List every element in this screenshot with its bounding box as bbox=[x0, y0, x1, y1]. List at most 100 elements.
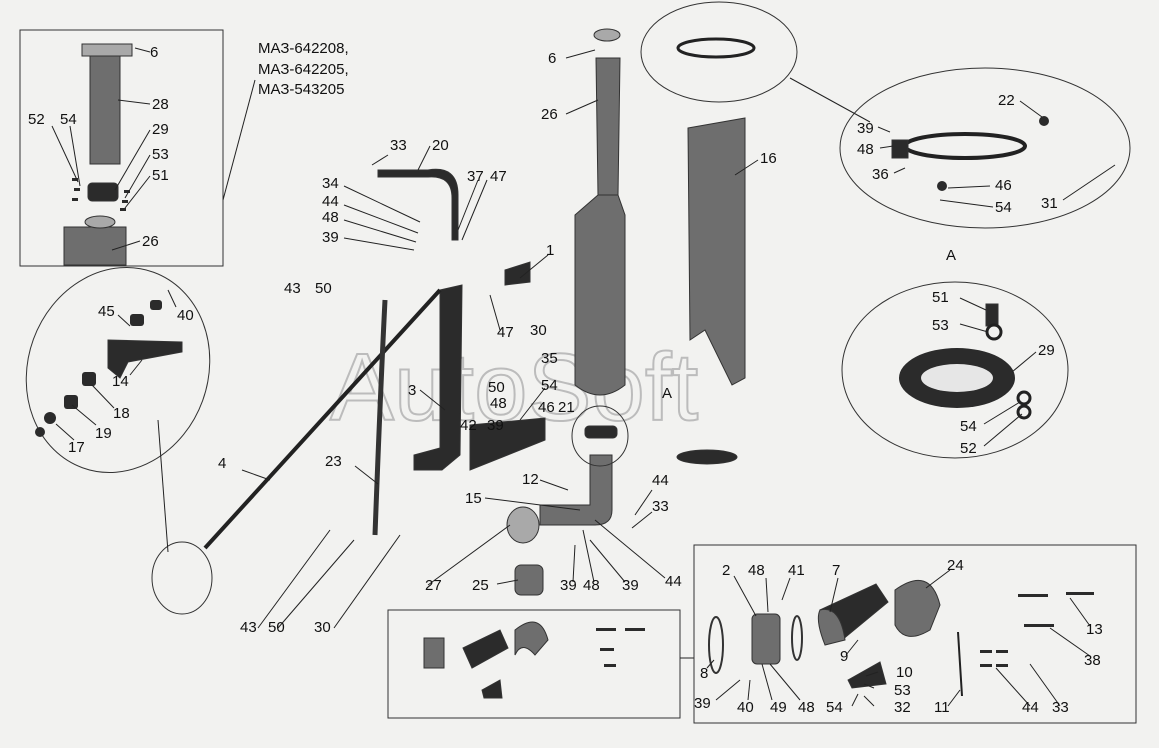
flex-joint-part bbox=[506, 506, 540, 544]
muffler-neck-part bbox=[84, 215, 116, 229]
washer-part bbox=[1016, 390, 1032, 406]
callout: 52 bbox=[960, 440, 977, 457]
callout: 35 bbox=[541, 350, 558, 367]
callout: 38 bbox=[1084, 652, 1101, 669]
callout: 2 bbox=[722, 562, 730, 579]
callout: 30 bbox=[530, 322, 547, 339]
callout: 44 bbox=[1022, 699, 1039, 716]
callout: 49 bbox=[770, 699, 787, 716]
elbow-part bbox=[894, 580, 941, 637]
callout: 44 bbox=[652, 472, 669, 489]
flange-part bbox=[751, 613, 781, 665]
callout: 26 bbox=[541, 106, 558, 123]
view-letter: A bbox=[946, 247, 956, 264]
callout: 40 bbox=[177, 307, 194, 324]
callout: 3 bbox=[408, 382, 416, 399]
model-label: МАЗ-543205 bbox=[258, 81, 344, 98]
callout: 41 bbox=[788, 562, 805, 579]
model-label: МАЗ-642208, bbox=[258, 40, 349, 57]
nut-part bbox=[1039, 116, 1049, 126]
muffler-top-part bbox=[63, 226, 127, 266]
inset-top-left-leaders bbox=[51, 47, 256, 251]
callout: 21 bbox=[558, 399, 575, 416]
heat-shield-part bbox=[687, 117, 746, 386]
gasket-part bbox=[791, 615, 803, 661]
callout: 48 bbox=[322, 209, 339, 226]
callout: 25 bbox=[472, 577, 489, 594]
washer-part bbox=[1016, 404, 1032, 420]
callout: 44 bbox=[322, 193, 339, 210]
plate-part bbox=[469, 417, 546, 471]
fasteners bbox=[72, 178, 130, 211]
callout: 46 bbox=[995, 177, 1012, 194]
coupling-part bbox=[514, 564, 544, 596]
callout: 42 bbox=[460, 417, 477, 434]
plate-part bbox=[481, 679, 503, 699]
callout: 54 bbox=[960, 418, 977, 435]
inset-frame-top-left bbox=[19, 29, 224, 267]
callout: 6 bbox=[548, 50, 556, 67]
clamp-ring-part bbox=[676, 449, 738, 465]
callout: 47 bbox=[490, 168, 507, 185]
callout: 39 bbox=[560, 577, 577, 594]
callout: 33 bbox=[1052, 699, 1069, 716]
callout: 51 bbox=[152, 167, 169, 184]
gasket-part bbox=[708, 616, 724, 674]
callout: 54 bbox=[826, 699, 843, 716]
callout: 48 bbox=[748, 562, 765, 579]
callout: 53 bbox=[932, 317, 949, 334]
callout: 54 bbox=[541, 377, 558, 394]
inset-bottom-right-parts bbox=[708, 580, 1094, 697]
clamp-bore bbox=[921, 364, 993, 392]
callout: 48 bbox=[583, 577, 600, 594]
callout: 37 bbox=[467, 168, 484, 185]
callout: 50 bbox=[488, 379, 505, 396]
callout: 50 bbox=[315, 280, 332, 297]
clamp-part bbox=[87, 182, 119, 202]
pipe-part bbox=[89, 55, 121, 165]
nut-part bbox=[937, 181, 947, 191]
callout: 27 bbox=[425, 577, 442, 594]
callout: 26 bbox=[142, 233, 159, 250]
flange-part bbox=[817, 608, 846, 646]
view-marker-letter: A bbox=[662, 385, 672, 402]
rod-part bbox=[372, 299, 388, 536]
callout: 17 bbox=[68, 439, 85, 456]
callout: 40 bbox=[737, 699, 754, 716]
cap-part bbox=[593, 28, 621, 42]
clamp-lug-part bbox=[891, 139, 909, 159]
detail-marker bbox=[571, 405, 629, 467]
callout: 14 bbox=[112, 373, 129, 390]
inset-bottom-left-parts bbox=[423, 621, 645, 699]
callout: 6 bbox=[150, 44, 158, 61]
callout: 50 bbox=[268, 619, 285, 636]
callout: 52 bbox=[28, 111, 45, 128]
callout: 8 bbox=[700, 665, 708, 682]
callout: 36 bbox=[872, 166, 889, 183]
callout: 43 bbox=[284, 280, 301, 297]
callout: 10 bbox=[896, 664, 913, 681]
detail-ellipse-section-a bbox=[841, 281, 1069, 459]
callout: 33 bbox=[390, 137, 407, 154]
callout: 13 bbox=[1086, 621, 1103, 638]
callout: 30 bbox=[314, 619, 331, 636]
clamp-part bbox=[584, 425, 618, 439]
inset-bottom-right-leaders bbox=[706, 569, 1091, 707]
bracket-rod-part bbox=[377, 168, 459, 241]
rod-part bbox=[203, 288, 442, 550]
elbow-part bbox=[514, 621, 549, 656]
callout: 12 bbox=[522, 471, 539, 488]
callout: 48 bbox=[857, 141, 874, 158]
main-parts bbox=[203, 28, 746, 596]
callout: 45 bbox=[98, 303, 115, 320]
callout: 20 bbox=[432, 137, 449, 154]
washer-part bbox=[985, 323, 1003, 341]
detail-ellipse-small bbox=[640, 1, 798, 103]
main-leaders bbox=[241, 49, 759, 629]
bracket-part bbox=[413, 284, 463, 471]
callout: 48 bbox=[798, 699, 815, 716]
flange-part bbox=[423, 637, 445, 669]
inset-frame-bottom-right bbox=[693, 544, 1137, 724]
